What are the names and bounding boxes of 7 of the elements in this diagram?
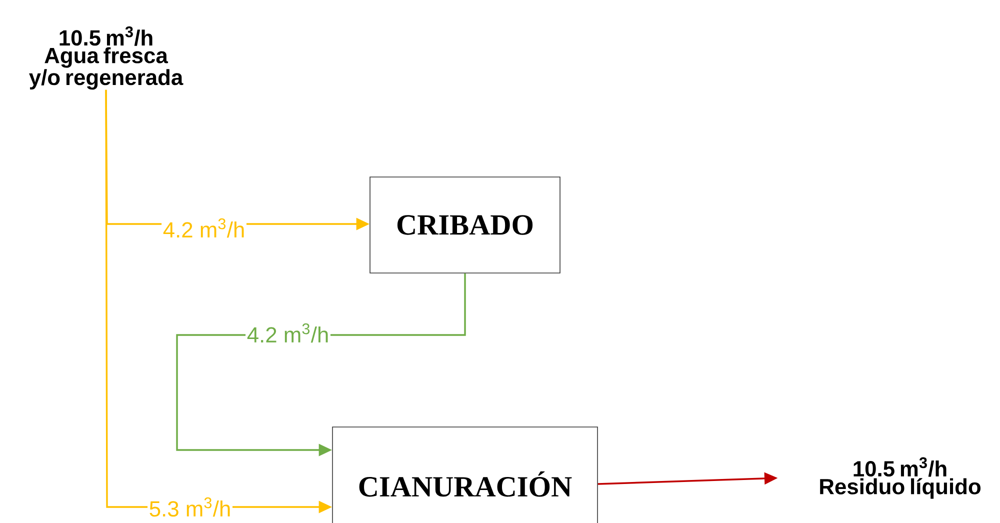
edge-label: 5.3 m$^{3}$/h	[148, 496, 232, 518]
flow-text: 10.5 m$^{3}$/h Agua fresca y/o regenerada	[29, 26, 184, 90]
edge-label: 4.2 m$^{3}$/h	[246, 322, 330, 344]
process-box: CIANURACIÓN	[332, 426, 598, 523]
flow-text: 10.5 m$^{3}$/h Residuo líquido	[820, 457, 981, 499]
edge-label: 4.2 m$^{3}$/h	[162, 217, 246, 239]
process-box: CRIBADO	[370, 176, 560, 274]
